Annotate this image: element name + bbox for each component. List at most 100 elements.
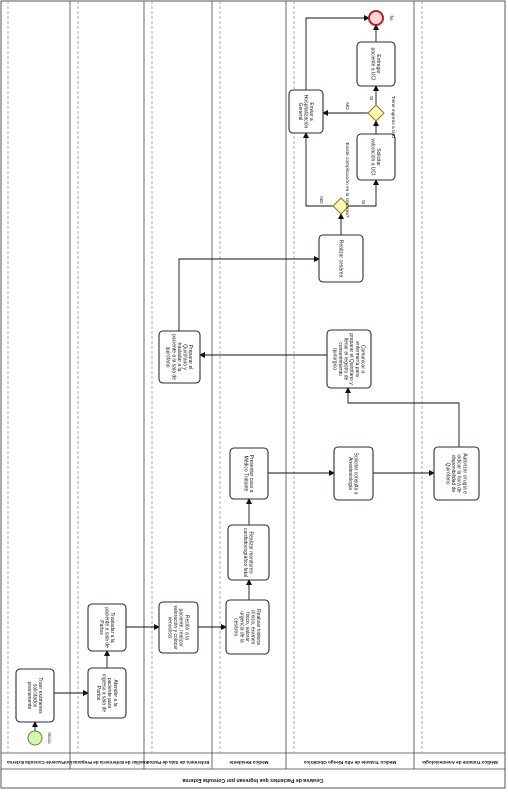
task-comunicar-enfermeria — [326, 329, 372, 389]
start-event-label: Inicio — [46, 732, 52, 744]
task-text-line: clínica, examen — [250, 610, 256, 645]
flow-t14-end — [305, 15, 370, 90]
task-text-line: Quirófano — [445, 463, 451, 485]
task-presentar-caso-text: Presentar caso aMédico Tratante — [243, 455, 255, 493]
task-text-line: Enviar a — [308, 102, 314, 121]
task-historia-clinica-text: Realizar historiaclínica, examenfísico, … — [233, 609, 261, 645]
task-entregar-uci — [356, 41, 396, 87]
task-realizar-cesarea — [318, 234, 364, 283]
task-monitoreo-fetal — [227, 524, 270, 581]
task-trasladar-partos — [87, 603, 127, 652]
gateway-ingreso-uci-label: Tiene ingreso a UCI — [390, 96, 396, 138]
task-comunicar-enfermeria-text: Comunicar aenfermería parapreparar el Qu… — [331, 333, 365, 385]
task-text-line: paciente a la sala de — [170, 334, 176, 380]
task-text-line: preparar el Quirófano y — [348, 333, 354, 385]
task-text-line: físico, valorar — [244, 612, 250, 642]
task-text-line: cesárea — [233, 618, 239, 636]
task-text-line: previamente — [26, 682, 32, 710]
gateway-ingreso-uci — [367, 104, 385, 122]
task-text-line: solicitados — [31, 684, 37, 708]
lane-label-residente: Médico Residente — [229, 760, 269, 765]
task-preparar-quirofano — [158, 330, 201, 384]
task-text-line: Presentar caso a — [248, 455, 254, 493]
task-historia-clinica — [225, 599, 270, 655]
lane-label-anest: Médico Tratante de Anestesiología — [422, 760, 498, 765]
task-preparar-quirofano-text: Preparar elQuirófano ytrasladar a lapaci… — [165, 334, 193, 380]
task-text-line: quirúrgico — [331, 348, 337, 370]
task-text-line: Partos — [98, 620, 104, 635]
task-autorizar-cirugia-text: Autorizar cirugía eindicar la hora dedis… — [445, 453, 468, 494]
task-hospitalizacion-general — [288, 89, 324, 134]
task-text-line: Autorizar cirugía e — [461, 453, 467, 494]
task-text-line: paciente a sala de — [103, 607, 109, 648]
task-text-line: disponibilidad de — [450, 455, 456, 492]
flow-label-g1-si: SI — [360, 200, 366, 205]
task-text-line: Partos — [95, 686, 101, 701]
task-text-line: Solicitar consulta a — [353, 453, 359, 495]
lane-label-auxiliar: Auxiliar de Enfermería de Preparación — [65, 760, 148, 765]
task-text-line: urgencia de la — [238, 611, 244, 643]
task-text-line: quirófano — [165, 347, 171, 368]
task-text-line: venoclisis — [167, 617, 173, 639]
task-text-line: Anestesiología — [347, 457, 353, 490]
task-atender-paciente — [87, 667, 127, 719]
gateway-complicacion — [332, 197, 350, 215]
flow-t11-t12 — [178, 256, 320, 331]
task-text-line: paciente a UCI — [370, 47, 376, 80]
task-text-line: Entregar — [375, 54, 381, 74]
end-event-label: fin — [388, 15, 394, 20]
task-consulta-anestesiologia — [333, 446, 374, 501]
task-recibir-paciente-text: Recibir a lapaciente, realizarvaloración… — [167, 605, 190, 650]
task-text-line: ingreso a sala de — [101, 674, 107, 712]
task-recibir-paciente — [158, 601, 199, 654]
lane-label-gineco: Médico Tratante de Alto Riesgo Obstétric… — [304, 760, 397, 765]
task-autorizar-cirugia — [433, 446, 480, 501]
task-text-line: Realizar monitoreo — [248, 532, 254, 574]
task-text-line: indicar la hora de — [456, 454, 462, 493]
task-traer-examenes-text: Traer exámenessolicitadospreviamente — [26, 677, 43, 714]
task-text-line: Preparar el — [187, 345, 193, 370]
task-text-line: General — [297, 103, 303, 121]
task-text-line: Trasladar a la — [109, 612, 115, 643]
flow-label-g1-no: NO — [318, 196, 324, 203]
lane-label-enf-partos: Enfermera de Sala de Partos — [146, 760, 209, 765]
end-event — [368, 10, 384, 26]
task-hospitalizacion-general-text: Enviar aHospitalizaciónGeneral — [297, 95, 314, 129]
task-text-line: Quirófano y — [182, 344, 188, 370]
task-text-line: paciente para — [106, 678, 112, 709]
task-text-line: Traer exámenes — [37, 677, 43, 714]
task-text-line: Médico Tratante — [243, 456, 249, 492]
flow-label-g2-no: NO — [344, 102, 350, 109]
task-text-line: Solicitar — [375, 148, 381, 166]
flow-label-g2-si: SI — [368, 96, 374, 101]
task-text-line: Comunicar a — [359, 345, 365, 374]
task-text-line: enfermería para — [354, 341, 360, 377]
start-event — [27, 730, 43, 746]
task-text-line: Realizar historia — [255, 609, 261, 645]
task-text-line: llenar el registro de — [343, 338, 349, 381]
task-entregar-uci-text: Entregarpaciente a UCI — [370, 47, 382, 80]
task-text-line: valoración y colocar — [172, 605, 178, 650]
task-consulta-anestesiologia-text: Solicitar consulta aAnestesiología — [347, 453, 359, 495]
task-monitoreo-fetal-text: Realizar monitoreocardiotocográfico feta… — [242, 528, 254, 577]
pool-title: Cesárea de Pacientes que Ingresan por Co… — [182, 777, 323, 783]
task-presentar-caso — [229, 447, 269, 500]
task-traer-examenes — [15, 668, 55, 723]
task-text-line: Atender a la — [112, 680, 118, 707]
gateway-complicacion-label: Existe complicación en la cesárea? — [344, 143, 350, 218]
task-text-line: Hospitalización — [302, 95, 308, 129]
task-text-line: Realizar cesárea — [337, 240, 343, 278]
task-text-line: trasladar a la — [176, 343, 182, 372]
task-atender-paciente-text: Atender a lapaciente paraingreso a sala … — [95, 674, 118, 712]
task-realizar-cesarea-text: Realizar cesárea — [337, 240, 343, 278]
task-valoracion-uci — [356, 133, 396, 181]
flow-g1-t13 — [349, 179, 379, 207]
task-text-line: consentimiento — [337, 342, 343, 376]
task-text-line: cardiotocográfico fetal — [242, 528, 248, 577]
flow-t9-t10 — [345, 387, 460, 447]
task-trasladar-partos-text: Trasladar a lapaciente a sala dePartos — [98, 607, 115, 648]
task-valoracion-uci-text: Solicitarvaloración a UCI — [370, 139, 382, 176]
flow-g1-t14 — [303, 132, 333, 207]
